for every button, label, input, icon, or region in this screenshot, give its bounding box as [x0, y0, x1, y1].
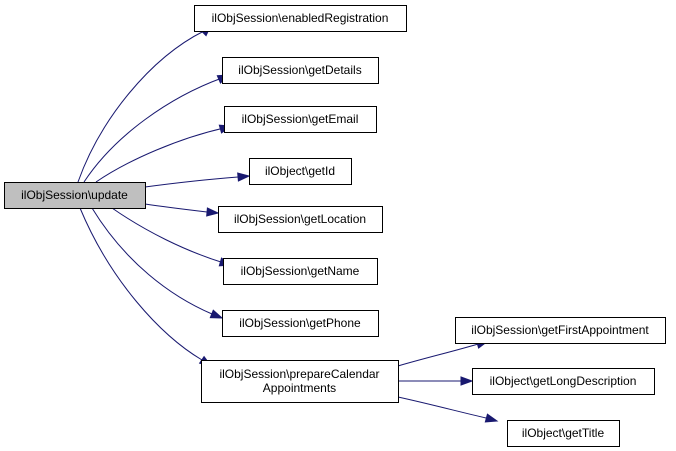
node-update[interactable]: ilObjSession\update: [4, 182, 146, 209]
node-getTitle[interactable]: ilObject\getTitle: [507, 420, 620, 447]
node-getName[interactable]: ilObjSession\getName: [223, 258, 378, 285]
node-box: [218, 206, 383, 233]
node-label: ilObjSession\getDetails: [238, 63, 361, 77]
edge-update-to-getEmail: [95, 127, 225, 183]
edge-prepareCalendarAppointments-to-getTitle: [397, 396, 487, 419]
node-label: ilObjSession\getEmail: [242, 112, 359, 126]
nodes-layer: ilObjSession\update ilObjSession\enabledR…: [4, 5, 666, 447]
node-label: ilObject\getLongDescription: [490, 374, 637, 388]
edge-update-to-getId: [144, 176, 239, 188]
node-box: [472, 368, 655, 395]
node-label: ilObjSession\getPhone: [239, 316, 361, 330]
node-getPhone[interactable]: ilObjSession\getPhone: [222, 310, 379, 337]
node-enabledRegistration[interactable]: ilObjSession\enabledRegistration: [194, 5, 407, 32]
edge-update-to-getDetails: [83, 77, 223, 183]
node-label: ilObjSession\getFirstAppointment: [471, 323, 649, 337]
node-getDetails[interactable]: ilObjSession\getDetails: [222, 57, 379, 84]
arrowhead-getId: [237, 172, 251, 182]
node-box: [194, 5, 407, 32]
node-box: [222, 310, 379, 337]
node-box: [222, 57, 379, 84]
node-box: [249, 158, 352, 185]
node-getLocation[interactable]: ilObjSession\getLocation: [218, 206, 383, 233]
node-getId[interactable]: ilObject\getId: [249, 158, 352, 185]
node-getEmail[interactable]: ilObjSession\getEmail: [224, 106, 377, 133]
arrowhead-getPhone: [209, 309, 224, 319]
arrowhead-getLocation: [206, 207, 220, 217]
node-label: Appointments: [263, 381, 336, 395]
node-box: [455, 317, 666, 344]
edge-update-to-prepareCalendarAppointments: [79, 207, 203, 361]
node-label: ilObjSession\getName: [241, 264, 360, 278]
node-box: [223, 258, 378, 285]
arrowhead-getTitle: [484, 413, 499, 423]
node-getLongDescription[interactable]: ilObject\getLongDescription: [472, 368, 655, 395]
node-label: ilObject\getId: [265, 164, 335, 178]
node-box: [224, 106, 377, 133]
node-label: ilObjSession\prepareCalendar: [219, 367, 379, 381]
node-box: [4, 182, 146, 209]
node-getFirstAppointment[interactable]: ilObjSession\getFirstAppointment: [455, 317, 666, 344]
node-label: ilObjSession\getLocation: [234, 212, 366, 226]
node-label: ilObject\getTitle: [522, 426, 605, 440]
node-box: [507, 420, 620, 447]
node-label: ilObjSession\enabledRegistration: [212, 11, 389, 25]
edge-update-to-getPhone: [91, 207, 213, 315]
node-label: ilObjSession\update: [21, 188, 128, 202]
edge-update-to-getName: [111, 207, 225, 264]
node-box: [201, 360, 399, 403]
edge-prepareCalendarAppointments-to-getFirstAppointment: [397, 343, 479, 367]
arrowhead-getLongDescription: [460, 376, 474, 386]
edge-update-to-enabledRegistration: [77, 30, 205, 183]
edge-update-to-getLocation: [144, 203, 208, 213]
